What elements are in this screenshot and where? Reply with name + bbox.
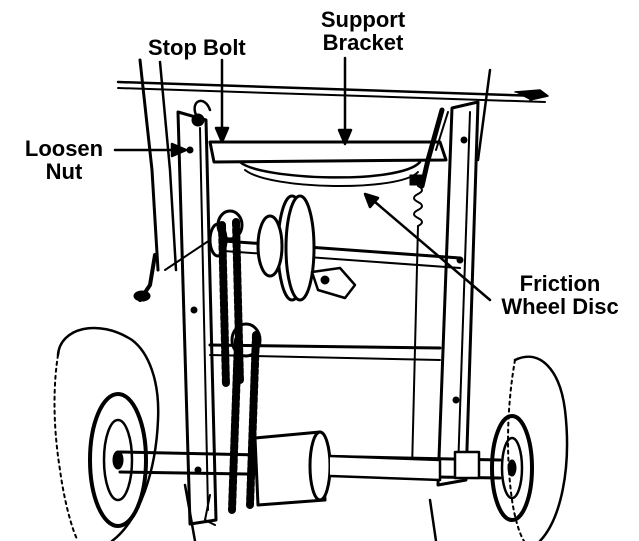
leader-lines	[113, 56, 492, 302]
loosen-nut-label: Loosen Nut	[14, 137, 114, 183]
support-bracket-label: Support Bracket	[303, 8, 423, 54]
loosen-nut-label-line2: Nut	[45, 159, 83, 184]
friction-wheel-disc-label: Friction Wheel Disc	[486, 272, 634, 318]
stop-bolt-label-text: Stop Bolt	[148, 35, 246, 60]
right-wheel	[490, 355, 569, 541]
friction-wheel-disc	[208, 194, 357, 302]
left-wheel	[53, 326, 160, 541]
lower-chain	[228, 322, 262, 514]
friction-wheel-disc-label-line1: Friction	[519, 271, 601, 296]
handle-rails	[116, 58, 549, 272]
loosen-nut-label-line1: Loosen	[24, 136, 104, 161]
friction-wheel-disc-label-line2: Wheel Disc	[501, 294, 619, 319]
axle-housing	[253, 430, 481, 507]
bottom-frame	[183, 483, 438, 541]
support-bracket	[208, 140, 448, 187]
leader-support-bracket-arrow	[337, 128, 353, 146]
leader-friction-wheel-disc	[366, 194, 492, 302]
leader-friction-wheel-disc-arrow	[363, 192, 380, 209]
shift-lever	[133, 239, 211, 302]
stop-bolt-label: Stop Bolt	[148, 36, 246, 59]
support-bracket-label-line1: Support	[320, 7, 406, 32]
leader-stop-bolt-arrow	[214, 126, 230, 144]
left-frame-plate	[176, 99, 218, 526]
right-frame-plate	[436, 100, 480, 487]
support-bracket-label-line2: Bracket	[322, 30, 404, 55]
leader-loosen-nut-arrow	[170, 142, 188, 158]
